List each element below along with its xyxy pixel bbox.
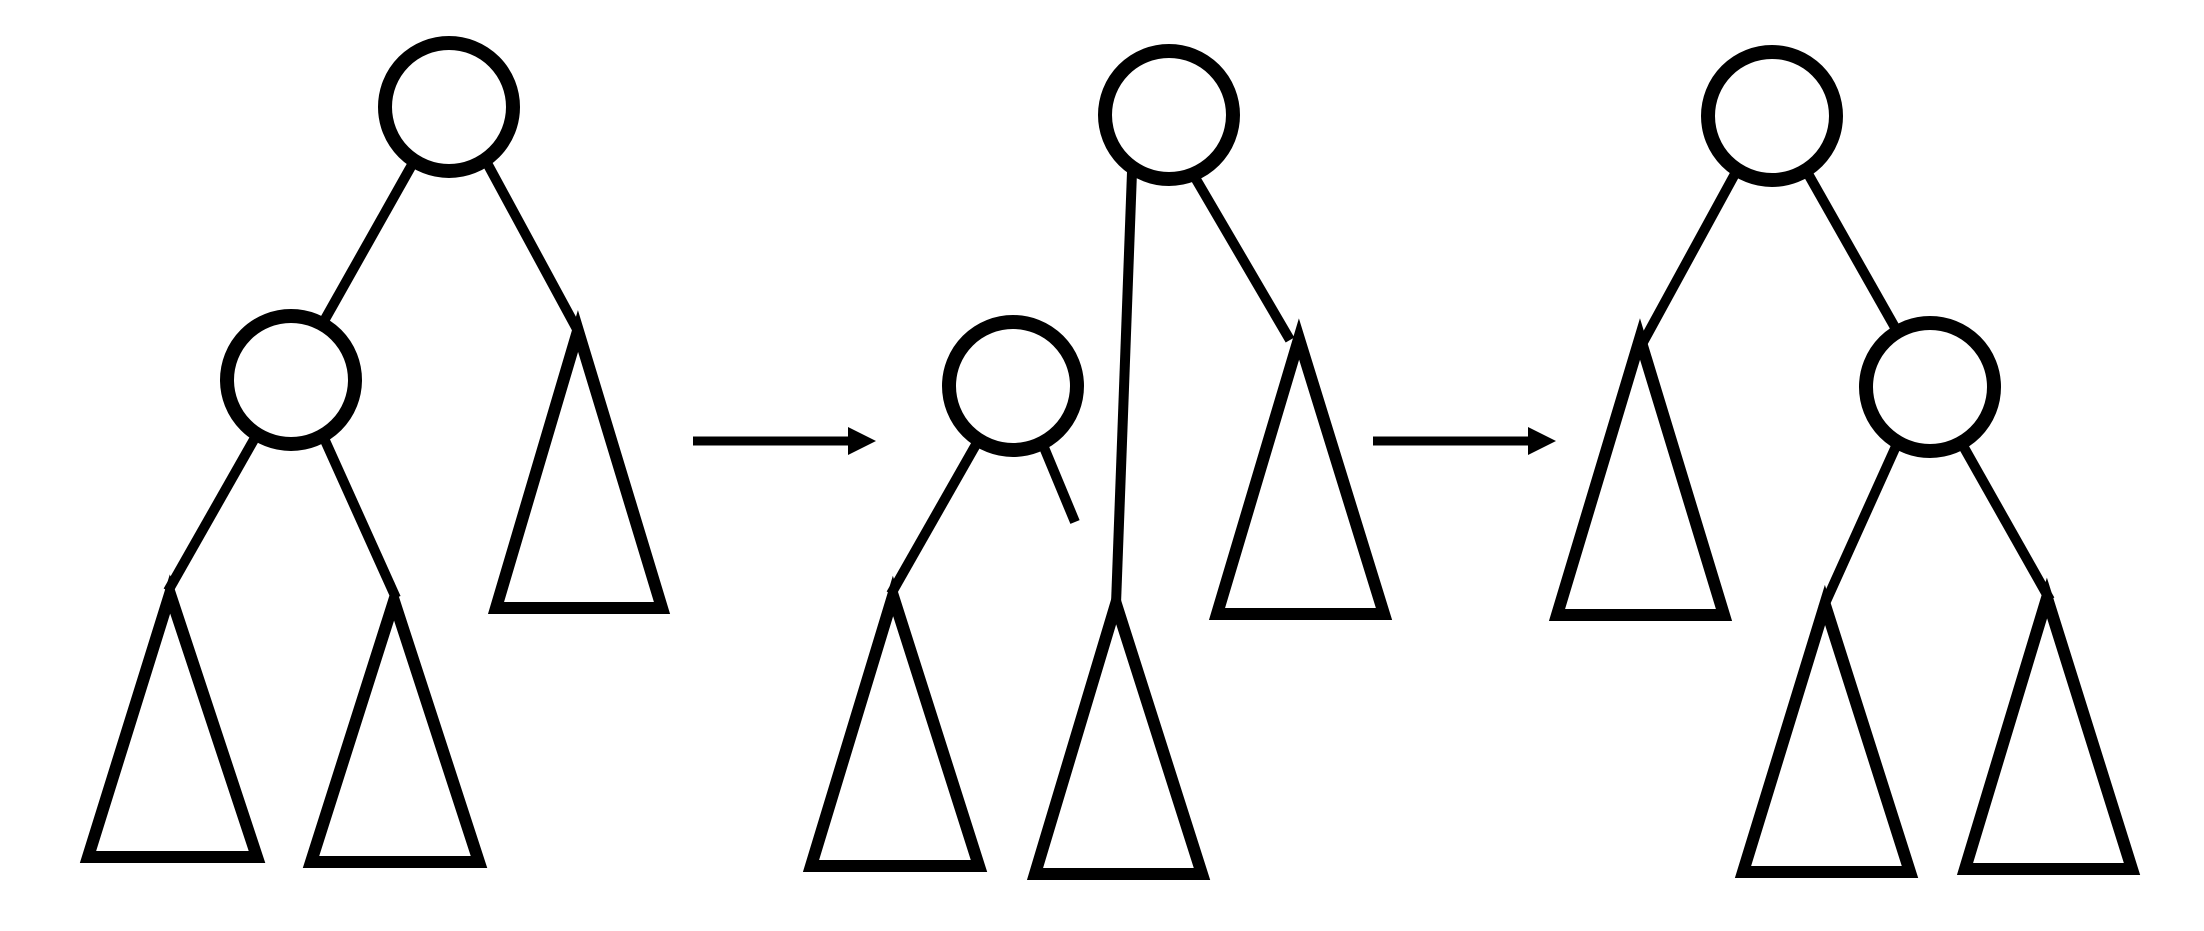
- subtree-triangle: [1026, 583, 1211, 880]
- edge-right-leftsubtree: [1818, 441, 1902, 611]
- subtree-triangle: [1208, 318, 1393, 620]
- edge-node-dangling: [1038, 443, 1080, 524]
- edge-top-left-long: [1111, 171, 1137, 605]
- left-child-node: [220, 309, 362, 451]
- stage-after: [1548, 45, 2141, 878]
- subtree-triangle: [302, 581, 488, 868]
- edge-right-rightsubtree: [1957, 441, 2055, 603]
- edge-node-leftsubtree: [886, 438, 983, 597]
- edge-root-left: [1636, 169, 1741, 349]
- edge-left-rightsubtree: [318, 433, 401, 601]
- edge-top-right: [1185, 166, 1295, 343]
- edge-root-right: [1802, 169, 1902, 334]
- stage-before: [79, 36, 671, 868]
- subtree-triangle: [1548, 318, 1733, 621]
- subtree-triangle: [79, 574, 266, 863]
- edge-root-left: [319, 160, 418, 324]
- detached-node: [942, 315, 1084, 457]
- edge-left-leftsubtree: [163, 433, 261, 594]
- subtree-triangle: [1956, 577, 2141, 875]
- arrow-right-icon: [693, 427, 876, 455]
- right-child-node: [1859, 316, 2001, 458]
- arrow-right-icon: [1373, 427, 1556, 455]
- subtree-triangle: [802, 575, 988, 872]
- subtree-triangle: [1734, 584, 1919, 878]
- root-node: [1701, 45, 1843, 187]
- top-node: [1098, 44, 1240, 186]
- root-node: [378, 36, 520, 178]
- edge-root-right: [482, 160, 583, 334]
- stage-intermediate: [802, 44, 1393, 880]
- subtree-triangle: [487, 310, 671, 614]
